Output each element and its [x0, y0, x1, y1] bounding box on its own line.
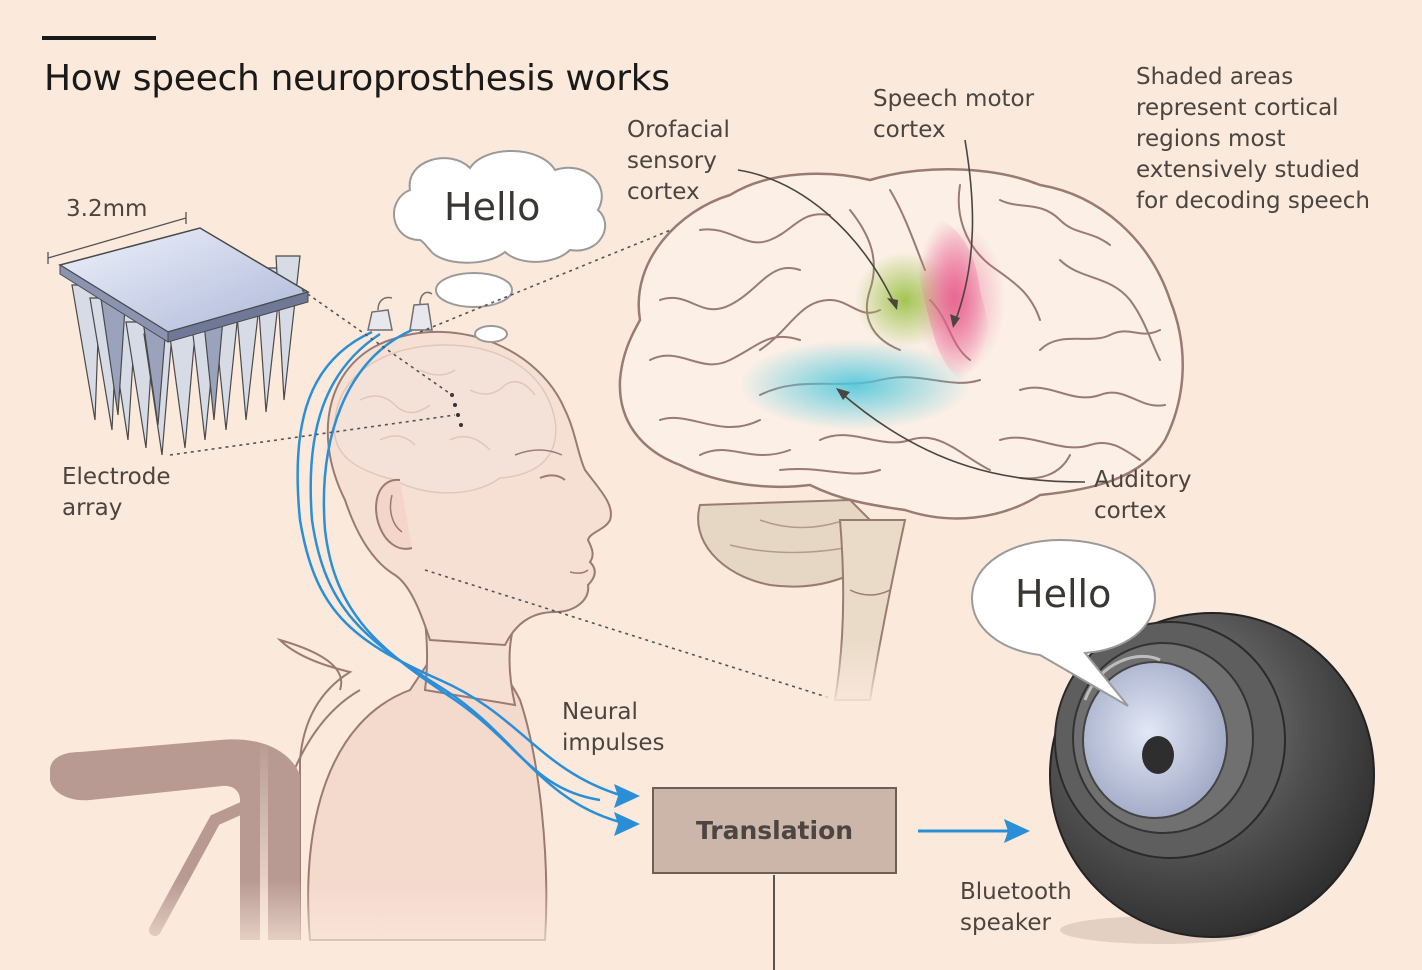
translation-label: Translation — [695, 816, 854, 845]
brain-illustration — [618, 139, 1184, 710]
head-connector — [367, 291, 433, 331]
translation-box: Translation — [652, 787, 897, 874]
neural-impulses-label: Neural impulses — [562, 699, 665, 756]
shaded-areas-note: Shaded areas represent cortical regions … — [1136, 64, 1370, 214]
thought-bubble — [393, 150, 607, 343]
speech-motor-cortex-label: Speech motor cortex — [873, 86, 1035, 143]
neural-arrows — [614, 784, 640, 836]
array-size-label: 3.2mm — [66, 196, 148, 222]
speech-bubble — [970, 538, 1157, 707]
orofacial-cortex-label: Orofacial sensory cortex — [627, 117, 730, 205]
neural-wires — [296, 328, 621, 824]
thought-bubble-text: Hello — [444, 185, 541, 229]
dotted-leaders — [169, 209, 831, 699]
electrode-array — [47, 212, 310, 456]
auditory-region — [740, 340, 970, 430]
bluetooth-speaker-illustration — [1049, 612, 1375, 944]
bluetooth-speaker-label: Bluetooth speaker — [960, 879, 1072, 936]
title-rule — [42, 36, 156, 40]
auditory-cortex-label: Auditory cortex — [1094, 467, 1192, 524]
speech-bubble-text: Hello — [1015, 572, 1112, 616]
translation-connector — [773, 819, 1030, 970]
person-illustration — [0, 330, 612, 970]
electrode-array-label: Electrode array — [62, 464, 171, 521]
page-title: How speech neuroprosthesis works — [44, 58, 670, 99]
